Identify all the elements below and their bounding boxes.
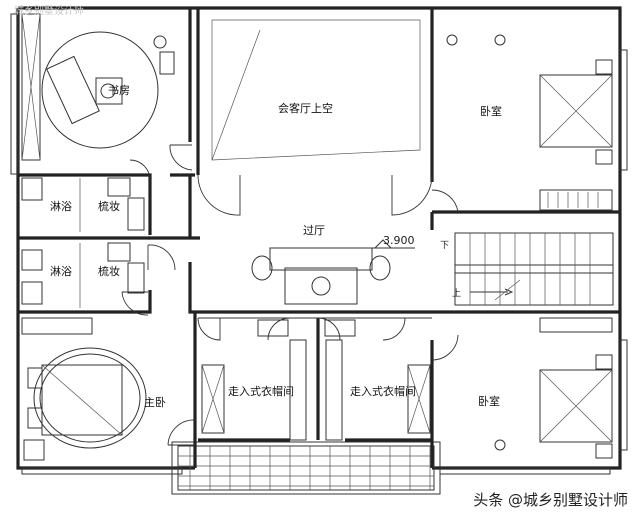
void-diagonal: [211, 29, 261, 161]
closet-cabinets: [201, 319, 431, 441]
stair-down-label: 下: [440, 241, 449, 251]
doors: [121, 144, 459, 446]
balcony: [171, 441, 441, 495]
room-label-shower-2: 淋浴: [50, 265, 72, 278]
level-triangle: [374, 239, 392, 249]
bathroom-fixtures: [21, 177, 145, 308]
room-label-living-void: 会客厅上空: [278, 101, 333, 115]
master-bed: [21, 317, 147, 461]
room-label-bedroom-ne: 卧室: [480, 104, 502, 118]
room-label-study: 书房: [108, 84, 130, 97]
room-label-closet-2: 走入式衣帽间: [350, 384, 416, 398]
study-furniture: [21, 13, 175, 161]
top-watermark: 城乡别墅设计师: [14, 6, 84, 17]
bedroom-se-furniture: [494, 317, 613, 459]
room-label-dressing-1: 梳妆: [98, 199, 120, 213]
staircase: [454, 232, 614, 306]
room-label-master: 主卧: [144, 396, 166, 409]
stair-up-label: 上: [452, 288, 461, 299]
source-watermark: 头条 @城乡别墅设计师: [473, 491, 628, 509]
bedroom-ne-furniture: [446, 34, 613, 211]
level-mark: 3.900: [383, 234, 415, 247]
sofa-set: [251, 247, 391, 305]
exterior-walls: [10, 6, 628, 475]
room-label-bedroom-se: 卧室: [478, 394, 500, 408]
room-label-closet-1: 走入式衣帽间: [228, 384, 294, 398]
void-outline: [211, 19, 421, 161]
room-label-dressing-2: 梳妆: [98, 264, 120, 278]
room-label-corridor: 过厅: [303, 224, 325, 237]
interior-walls: [18, 8, 620, 468]
room-label-shower-1: 淋浴: [50, 200, 72, 213]
